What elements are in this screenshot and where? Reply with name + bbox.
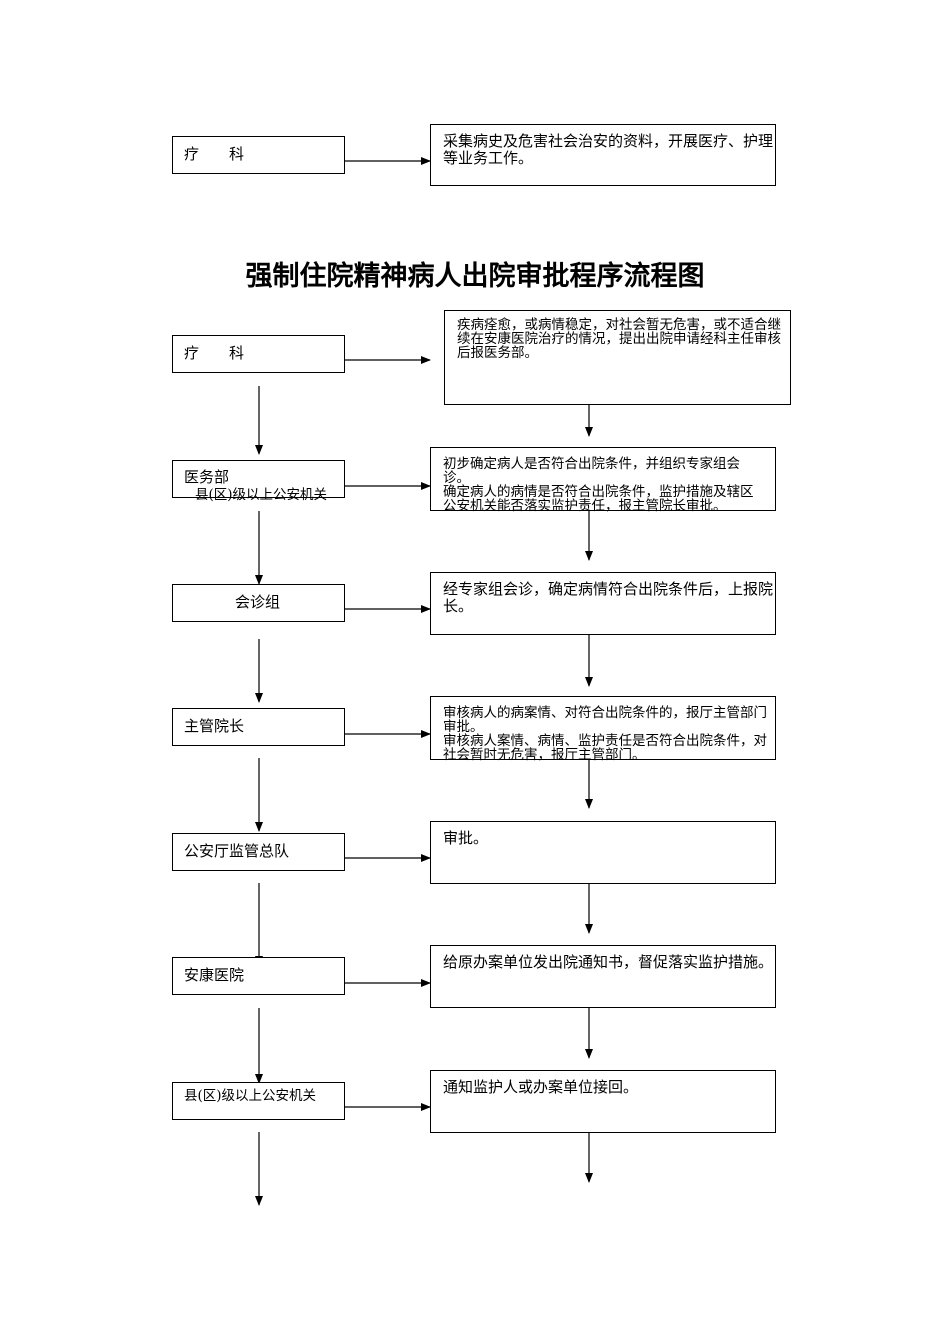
step3-left-label: 会诊组 bbox=[235, 593, 281, 611]
top-left-box: 疗 科 bbox=[172, 136, 345, 174]
top-left-label: 疗 科 bbox=[184, 145, 245, 163]
step1-left-label: 疗 科 bbox=[184, 344, 245, 362]
step4-right-overlap-text: 审核病人案情、病情、监护责任是否符合出院条件，对社会暂时无危害，报厅主管部门。 bbox=[443, 733, 767, 763]
step6-left-label: 安康医院 bbox=[184, 966, 245, 984]
step4-left-label: 主管院长 bbox=[184, 717, 245, 735]
step4-left-box: 主管院长 bbox=[172, 708, 345, 746]
step7-right-text: 通知监护人或办案单位接回。 bbox=[443, 1078, 639, 1096]
step6-right-text: 给原办案单位发出院通知书，督促落实监护措施。 bbox=[443, 953, 774, 971]
step4-right-box: 审核病人的病案情、对符合出院条件的，报厅主管部门审批。 审核病人案情、病情、监护… bbox=[430, 696, 776, 763]
step1-right-box: 疾病痊愈，或病情稳定，对社会暂无危害，或不适合继续在安康医院治疗的情况，提出出院… bbox=[444, 310, 791, 405]
top-right-box: 采集病史及危害社会治安的资料，开展医疗、护理等业务工作。 bbox=[430, 124, 776, 186]
step4-right-text: 审核病人的病案情、对符合出院条件的，报厅主管部门审批。 bbox=[443, 705, 767, 735]
step2-left-label: 医务部 bbox=[184, 468, 230, 486]
step7-left-label: 县(区)级以上公安机关 bbox=[184, 1088, 317, 1104]
step6-left-box: 安康医院 bbox=[172, 957, 345, 995]
step1-left-box: 疗 科 bbox=[172, 335, 345, 373]
step7-right-box: 通知监护人或办案单位接回。 bbox=[430, 1070, 776, 1133]
step5-left-box: 公安厅监管总队 bbox=[172, 833, 345, 871]
page-title: 强制住院精神病人出院审批程序流程图 bbox=[245, 261, 705, 292]
step1-right-text: 疾病痊愈，或病情稳定，对社会暂无危害，或不适合继续在安康医院治疗的情况，提出出院… bbox=[457, 317, 781, 361]
step5-right-text: 审批。 bbox=[443, 829, 489, 847]
step3-right-text: 经专家组会诊，确定病情符合出院条件后，上报院长。 bbox=[443, 580, 774, 615]
step2-right-overlap-text: 确定病人的病情是否符合出院条件，监护措施及辖区公安机关能否落实监护责任，报主管院… bbox=[443, 484, 754, 514]
step5-right-box: 审批。 bbox=[430, 821, 776, 884]
step2-left-overlap-label: 县(区)级以上公安机关 bbox=[194, 487, 328, 503]
top-right-text: 采集病史及危害社会治安的资料，开展医疗、护理等业务工作。 bbox=[443, 132, 774, 167]
step3-right-box: 经专家组会诊，确定病情符合出院条件后，上报院长。 bbox=[430, 572, 776, 635]
step3-left-box: 会诊组 bbox=[172, 584, 345, 622]
step2-right-box: 初步确定病人是否符合出院条件，并组织专家组会诊。 确定病人的病情是否符合出院条件… bbox=[430, 447, 776, 514]
step2-right-text: 初步确定病人是否符合出院条件，并组织专家组会诊。 bbox=[443, 456, 740, 486]
step6-right-box: 给原办案单位发出院通知书，督促落实监护措施。 bbox=[430, 945, 776, 1008]
step5-left-label: 公安厅监管总队 bbox=[184, 842, 290, 860]
step7-left-box: 县(区)级以上公安机关 bbox=[172, 1082, 345, 1120]
step2-left-box: 医务部 县(区)级以上公安机关 bbox=[172, 460, 345, 502]
